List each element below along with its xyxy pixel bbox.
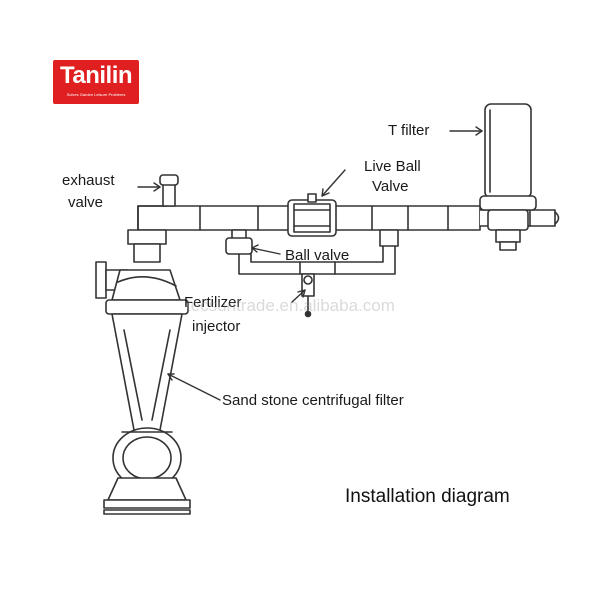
label-exhaust-valve-line1: exhaust [62,172,115,189]
label-sand-filter: Sand stone centrifugal filter [222,392,404,409]
brand-logo: Tanilin Solves Garden Leisure Problems [53,60,139,104]
fertilizer-injector [301,273,315,318]
t-filter [479,103,537,251]
label-exhaust-valve-line2: valve [68,194,104,211]
watermark: tecsuntrade.en.alibaba.com [186,296,395,315]
diagram-title: Installation diagram [345,486,510,507]
riser-pipe [127,205,167,263]
label-live-ball-valve-line1: Live Ball [364,158,421,175]
label-fertilizer-line2: injector [192,318,241,335]
brand-name: Tanilin [59,62,133,89]
bypass-loop [225,229,399,275]
label-t-filter: T filter [388,122,430,139]
exhaust-valve [159,174,179,207]
live-ball-valve [287,193,337,237]
brand-tagline: Solves Garden Leisure Problems [66,92,126,97]
label-fertilizer-line1: Fertilizer [184,294,242,311]
leader-arrows [137,126,483,401]
label-live-ball-valve-line2: Valve [372,178,409,195]
sand-centrifugal-filter [103,269,191,515]
label-ball-valve: Ball valve [285,247,350,264]
